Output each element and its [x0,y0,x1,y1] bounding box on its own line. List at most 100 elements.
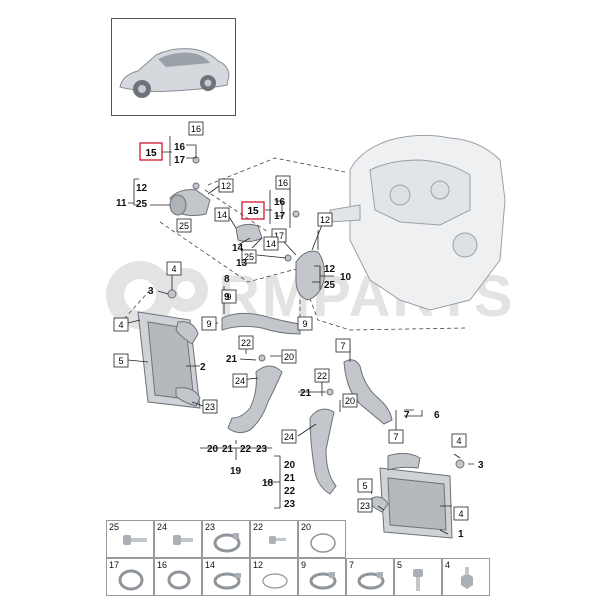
legend-cell-ring-16[interactable]: 16 [154,558,202,596]
svg-text:17: 17 [274,231,284,241]
parts [137,156,465,539]
hose-8 [221,312,301,335]
bolt-icon [123,535,147,545]
svg-text:12: 12 [221,181,231,191]
svg-text:23: 23 [256,444,268,455]
svg-text:24: 24 [235,376,245,386]
legend-cell-ring-12[interactable]: 12 [250,558,298,596]
engine-block [329,134,506,311]
highlight-15-mid [241,201,265,220]
svg-text:3: 3 [478,460,484,471]
svg-text:13: 13 [236,258,248,269]
legend-cell-clamp-7[interactable]: 7 [346,558,394,596]
svg-text:16: 16 [191,124,201,134]
svg-text:24: 24 [284,432,294,442]
svg-text:15: 15 [247,206,259,217]
legend-cell-ring-17[interactable]: 17 [106,558,154,596]
svg-text:12: 12 [324,264,336,275]
legend-number: 22 [253,522,264,532]
svg-text:14: 14 [232,243,244,254]
svg-text:5: 5 [362,481,367,491]
svg-text:9: 9 [224,292,230,303]
legend-cell-clamp-14[interactable]: 14 [202,558,250,596]
svg-text:16: 16 [274,197,286,208]
callout-box: 12 [317,212,333,227]
legend-number: 14 [205,560,216,570]
legend-cell-bolt-25[interactable]: 25 [106,520,154,558]
svg-text:3: 3 [148,286,154,297]
callout-box: 9 [201,316,217,331]
legend-cell-bolt-22[interactable]: 22 [250,520,298,558]
legend-cell-nut-4[interactable]: 4 [442,558,490,596]
callout-box: 4 [113,317,129,332]
svg-text:11: 11 [116,198,127,209]
svg-text:4: 4 [118,320,123,330]
legend-number: 20 [301,522,312,532]
callout-box: 16 [275,175,291,190]
svg-text:7: 7 [393,432,398,442]
callout-box: 4 [166,261,182,276]
svg-text:9: 9 [206,319,211,329]
legend-cell-clamp-23[interactable]: 23 [202,520,250,558]
svg-text:12: 12 [136,183,148,194]
svg-text:16: 16 [278,178,288,188]
svg-text:23: 23 [360,501,370,511]
o-ring-icon [167,570,191,590]
callout-box: 15 [145,148,157,159]
svg-text:7: 7 [404,410,410,421]
assembly-outline [124,157,466,331]
highlight-boxes [139,142,265,220]
callout-box: 15 [247,206,259,217]
legend-number: 7 [349,560,355,570]
svg-text:25: 25 [179,221,189,231]
svg-text:20: 20 [284,460,296,471]
legend-number: 23 [205,522,216,532]
o-ring-icon [262,573,288,589]
callout-box: 7 [335,338,351,353]
svg-text:22: 22 [240,444,252,455]
svg-text:16: 16 [174,142,186,153]
svg-text:19: 19 [230,466,242,477]
svg-text:14: 14 [217,210,227,220]
svg-text:9: 9 [302,319,307,329]
svg-text:23: 23 [284,499,296,510]
callout-box: 9 [297,316,313,331]
svg-text:20: 20 [345,396,355,406]
hose-6 [343,359,393,425]
hose-19 [227,365,283,434]
callout-box: 20 [342,393,358,408]
legend-cell-bolt-5[interactable]: 5 [394,558,442,596]
svg-text:5: 5 [118,356,123,366]
callout-box: 4 [453,506,469,521]
legend-cell-ring-20[interactable]: 20 [298,520,346,558]
legend-number: 9 [301,560,307,570]
intercooler-right [369,452,453,539]
svg-text:10: 10 [340,272,352,283]
svg-text:4: 4 [171,264,176,274]
callout-box: 7 [388,429,404,444]
callout-box: 23 [202,399,218,414]
legend-number: 16 [157,560,168,570]
o-ring-icon [310,533,336,553]
o-ring-icon [118,569,144,591]
legend-number: 5 [397,560,403,570]
svg-text:25: 25 [136,199,148,210]
callout-box: 22 [238,335,254,350]
svg-text:17: 17 [274,211,286,222]
svg-text:9: 9 [226,292,231,302]
svg-text:22: 22 [284,486,296,497]
highlight-15-top [139,142,163,161]
svg-text:12: 12 [320,215,330,225]
legend-cell-bolt-24[interactable]: 24 [154,520,202,558]
svg-text:25: 25 [244,252,254,262]
legend-cell-clamp-9[interactable]: 9 [298,558,346,596]
svg-text:20: 20 [207,444,219,455]
pipe-10 [295,250,325,301]
svg-text:17: 17 [174,155,186,166]
bolt-icon [269,536,286,544]
callout-box: 23 [357,498,373,513]
callout-box: 16 [188,121,204,136]
svg-text:4: 4 [456,436,461,446]
plain-callouts: 16 17 12 11 25 16 17 14 13 10 12 25 8 9 … [116,142,484,540]
legend-number: 25 [109,522,120,532]
